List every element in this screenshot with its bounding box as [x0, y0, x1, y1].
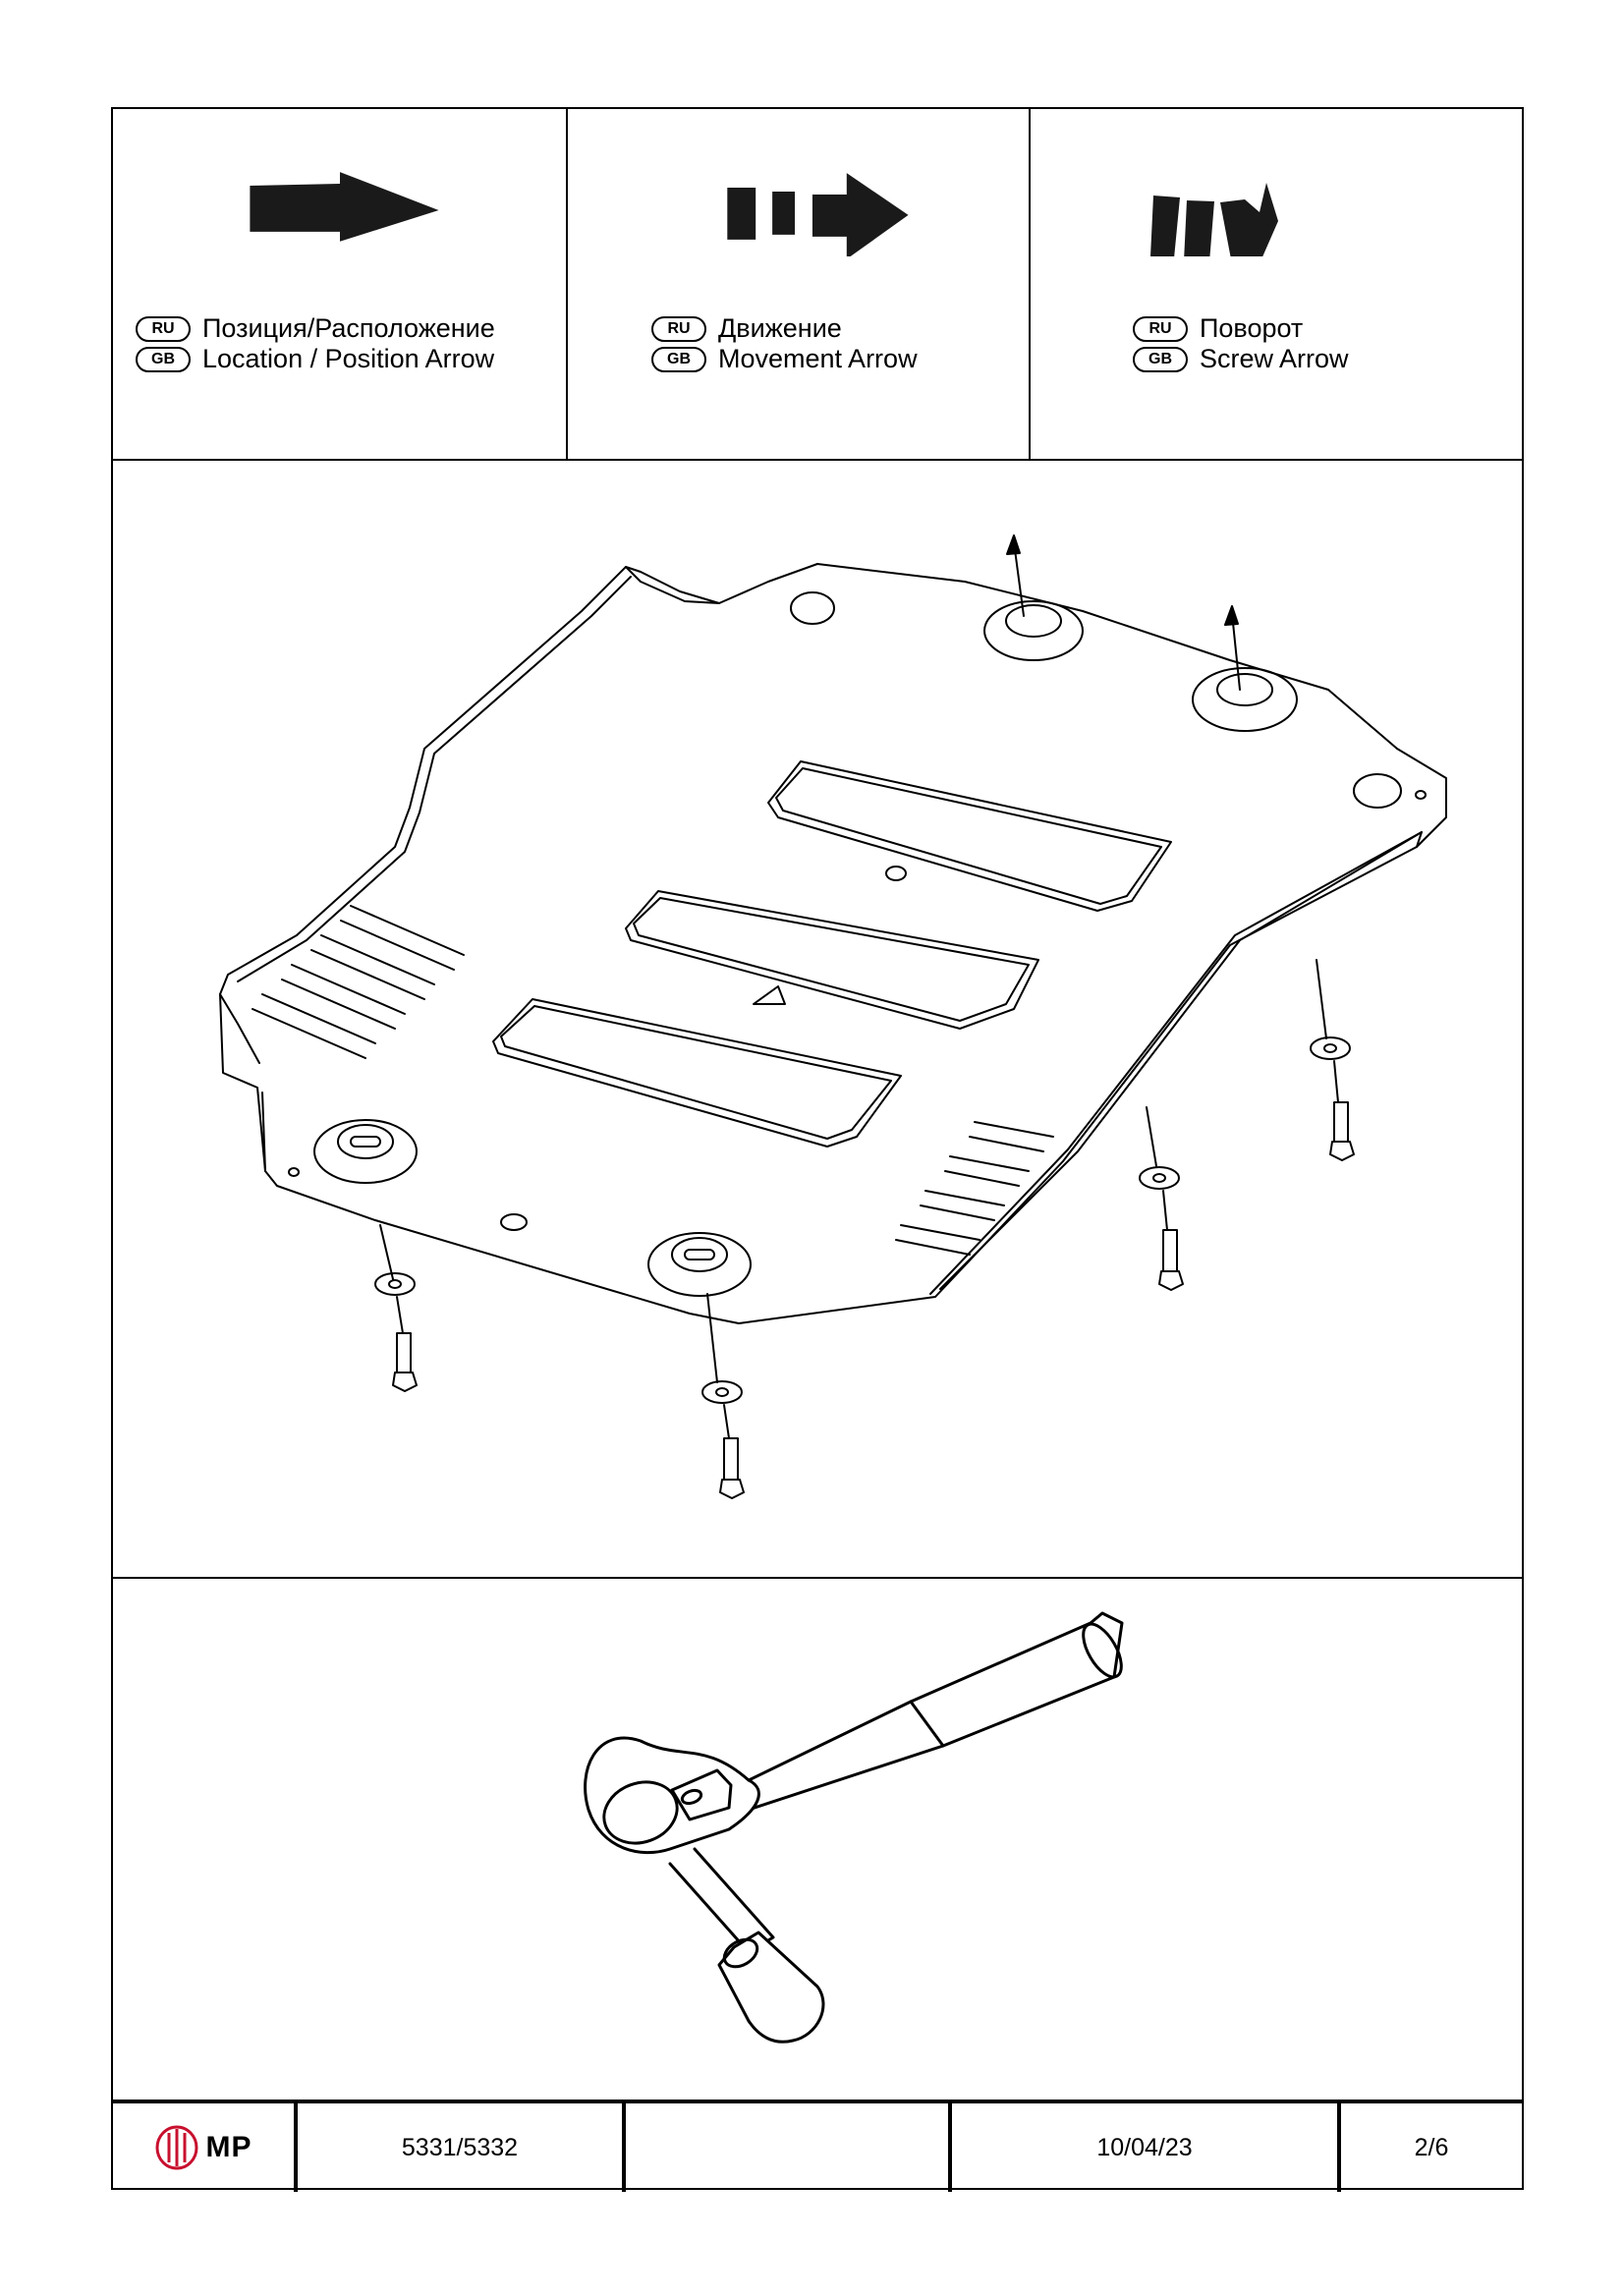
- ratchet-wrench-icon: [584, 1611, 1124, 2044]
- location-arrow-icon: [250, 172, 439, 242]
- screw-arrow-icon: [1150, 183, 1278, 256]
- blank-field: [626, 2103, 952, 2192]
- legend-row: RU Позиция/Расположение GB Location / Posi…: [113, 109, 1522, 461]
- logo-text: MP: [205, 2131, 252, 2163]
- ru-badge: RU: [136, 315, 191, 342]
- gb-badge: GB: [1133, 346, 1188, 372]
- legend-ru-label: Поворот: [1200, 313, 1304, 343]
- gb-badge: GB: [651, 346, 706, 372]
- legend-location-text: RU Позиция/Расположение GB Location / Posi…: [136, 313, 495, 374]
- bolt: [1139, 1106, 1184, 1291]
- bolt: [374, 1224, 418, 1392]
- legend-screw: RU Поворот GB Screw Arrow: [1031, 109, 1524, 459]
- bolt: [701, 1293, 745, 1499]
- ru-badge: RU: [1133, 315, 1188, 342]
- legend-gb-label: Screw Arrow: [1200, 344, 1349, 373]
- gb-badge: GB: [136, 346, 191, 372]
- page-number: 2/6: [1414, 2133, 1449, 2161]
- logo-cell: MP: [113, 2103, 298, 2192]
- legend-gb-label: Movement Arrow: [718, 344, 918, 373]
- legend-ru-label: Движение: [718, 313, 842, 343]
- company-logo-icon: [155, 2125, 197, 2170]
- assembly-illustration: [113, 461, 1522, 1579]
- date-field: 10/04/23: [952, 2103, 1341, 2192]
- part-number: 5331/5332: [298, 2103, 626, 2192]
- title-block: MP 5331/5332 10/04/23 2/6: [113, 2100, 1522, 2192]
- skid-plate-drawing: [219, 534, 1447, 1499]
- ru-badge: RU: [651, 315, 706, 342]
- legend-movement: RU Движение GB Movement Arrow: [568, 109, 1031, 459]
- mounting-bolts: [374, 959, 1355, 1499]
- legend-gb-label: Location / Position Arrow: [202, 344, 495, 373]
- location-arrows: [1006, 534, 1241, 691]
- legend-movement-text: RU Движение GB Movement Arrow: [651, 313, 918, 374]
- movement-arrow-icon: [727, 173, 909, 256]
- drawing-frame: RU Позиция/Расположение GB Location / Posi…: [111, 107, 1524, 2192]
- legend-ru-label: Позиция/Расположение: [202, 313, 495, 343]
- legend-location: RU Позиция/Расположение GB Location / Posi…: [113, 109, 568, 459]
- bolt: [1310, 959, 1355, 1161]
- skid-plate: [219, 563, 1447, 1324]
- legend-screw-text: RU Поворот GB Screw Arrow: [1133, 313, 1349, 374]
- tool-illustration: [113, 1579, 1522, 2109]
